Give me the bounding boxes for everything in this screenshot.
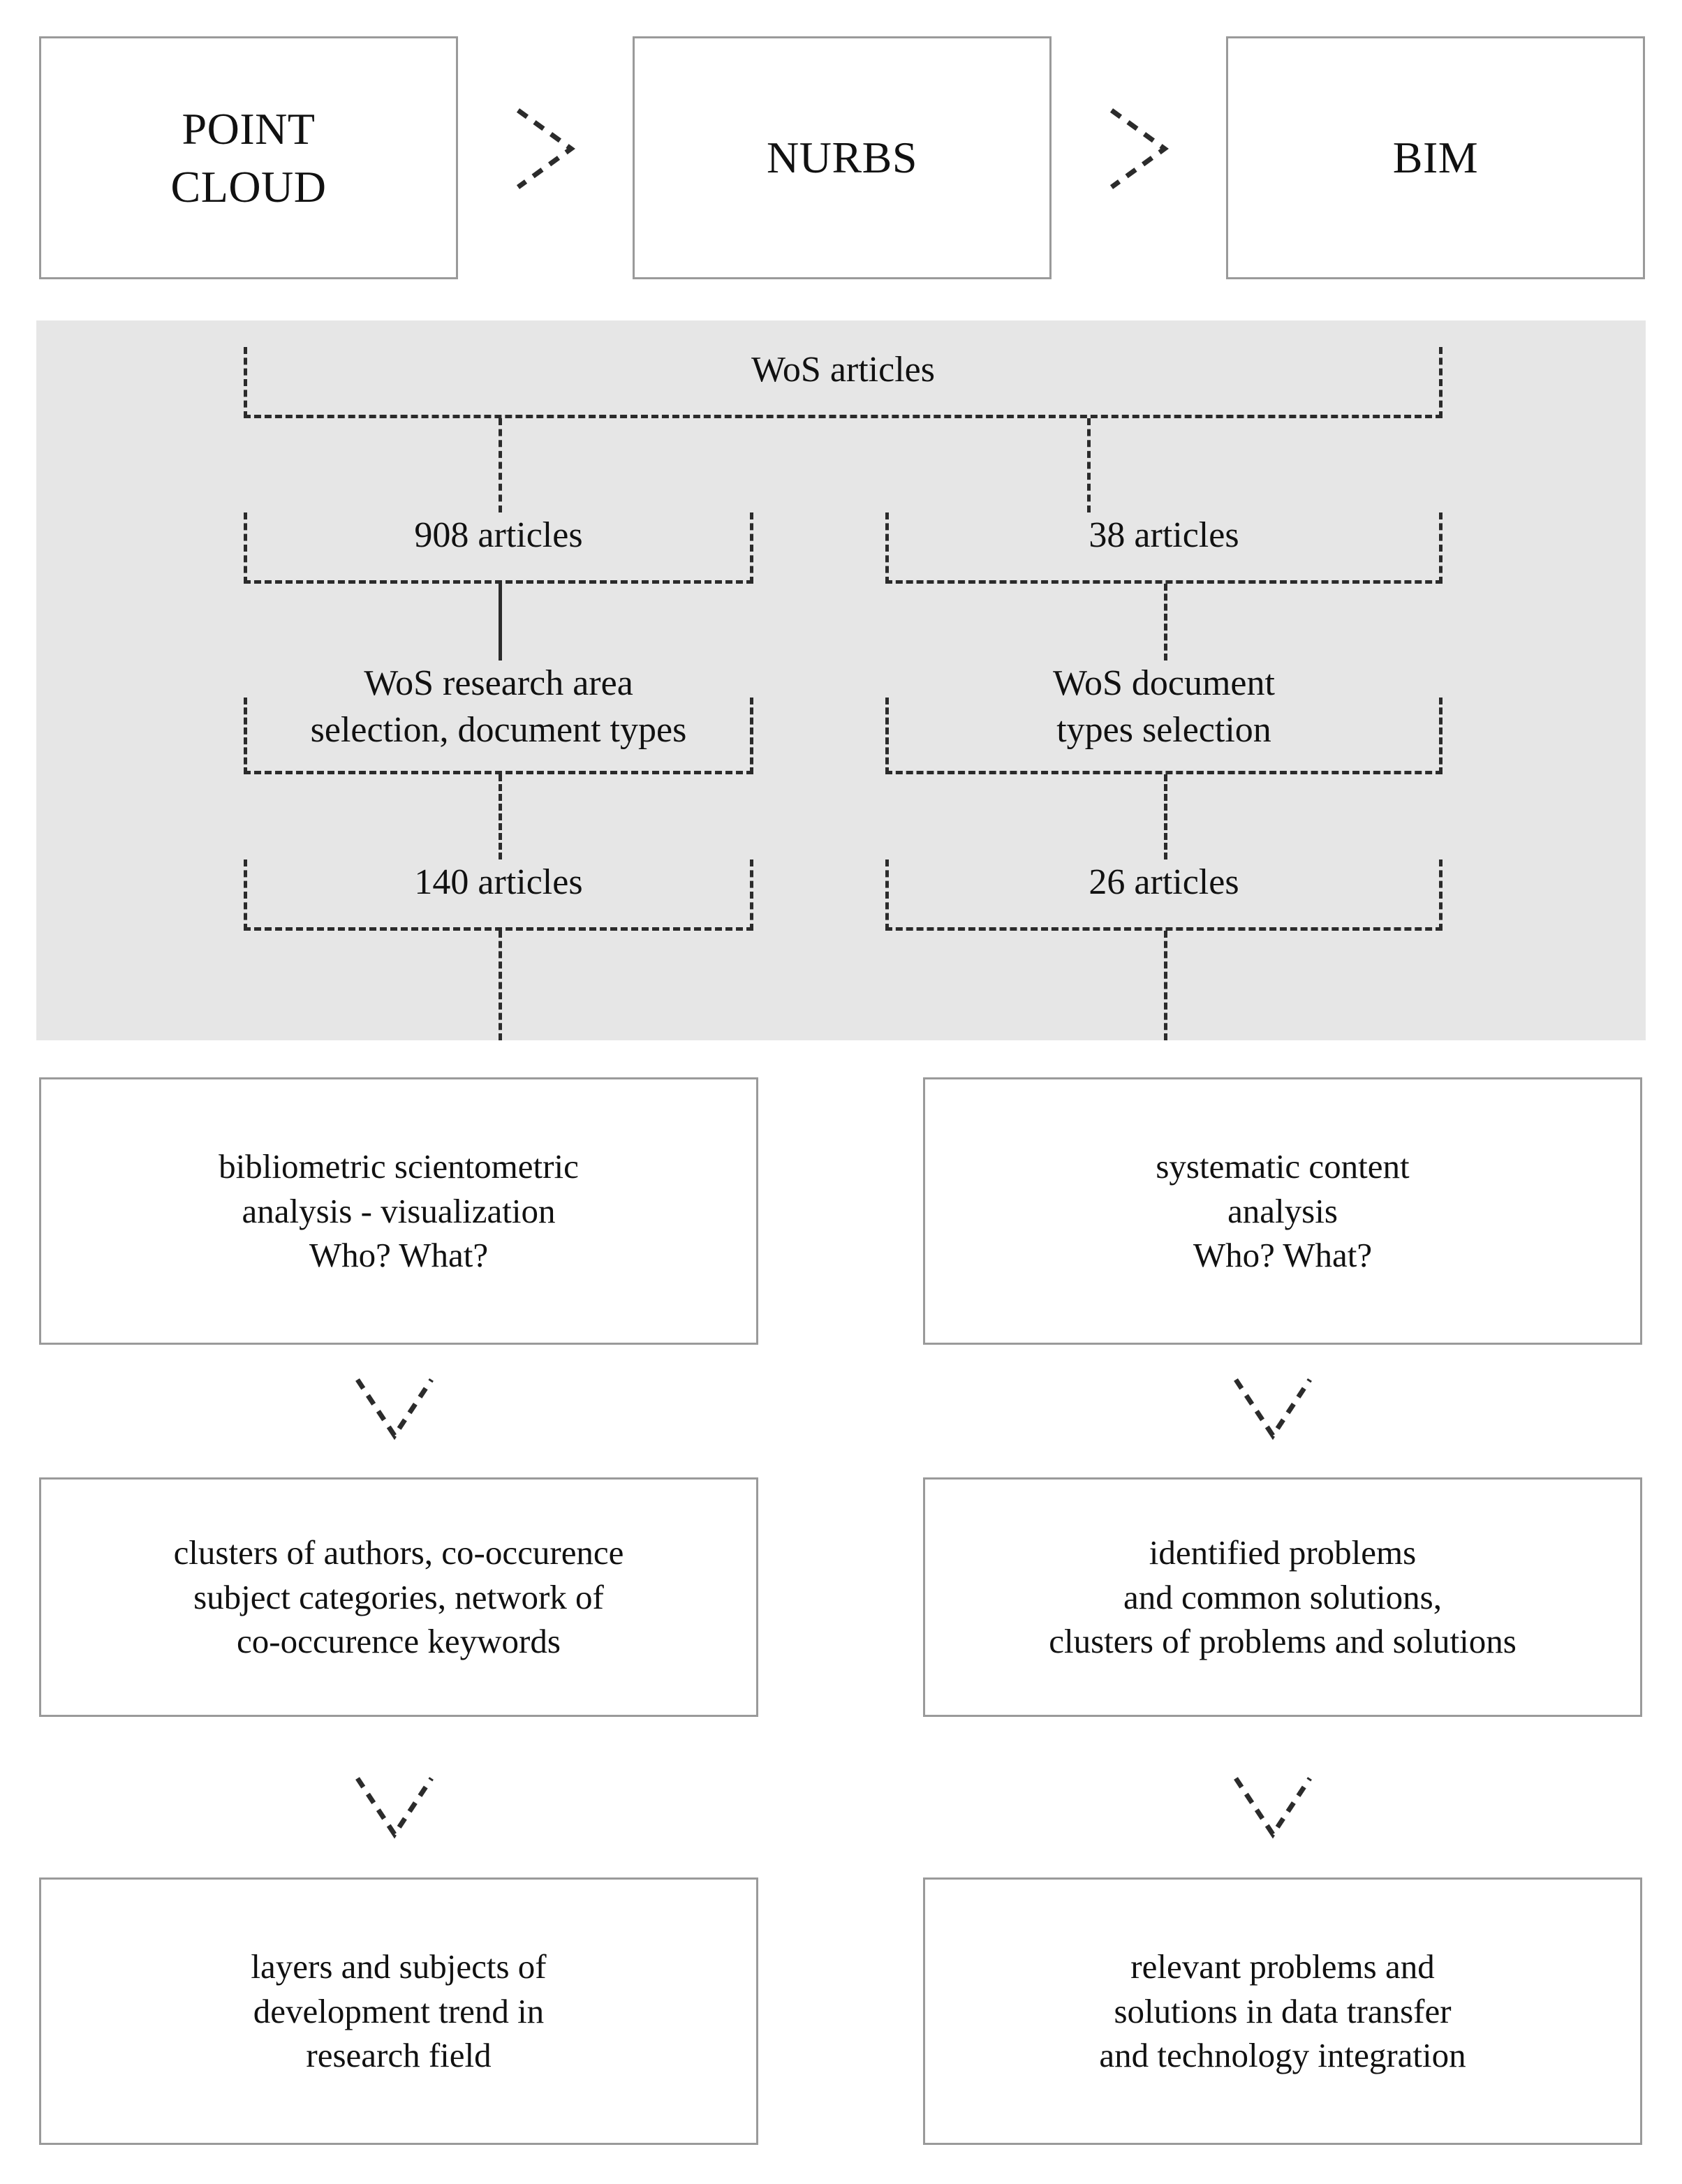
analysis-output-left-line1: clusters of authors, co-occurence	[173, 1533, 624, 1572]
pipeline-box-nurbs[interactable]: NURBS	[633, 36, 1052, 279]
connector-left-filter-to-result	[499, 774, 502, 859]
analysis-output-right-line2: and common solutions,	[1123, 1577, 1442, 1616]
pipeline-label-line1: POINT	[182, 103, 316, 154]
analysis-method-left-line3: Who? What?	[309, 1236, 489, 1275]
left-count-label: 908 articles	[414, 515, 583, 555]
analysis-method-right-line2: analysis	[1227, 1191, 1338, 1230]
analysis-conclusion-right-line1: relevant problems and	[1130, 1947, 1435, 1986]
analysis-method-box-left[interactable]: bibliometric scientometric analysis - vi…	[39, 1077, 758, 1345]
analysis-conclusion-right-text: relevant problems and solutions in data …	[925, 1945, 1640, 2078]
chevron-right-dashed-icon-2	[1103, 103, 1180, 194]
pipeline-label-line2: CLOUD	[170, 162, 327, 212]
left-result-label: 140 articles	[414, 862, 583, 902]
wos-articles-bracket	[244, 347, 1443, 418]
right-filter-label: WoS document types selection	[885, 661, 1443, 753]
analysis-conclusion-left-line3: research field	[306, 2036, 492, 2075]
screening-panel: WoS articles 908 articles 38 articles Wo…	[36, 320, 1646, 1040]
analysis-method-right-line1: systematic content	[1156, 1146, 1410, 1186]
analysis-conclusion-right-line3: and technology integration	[1099, 2036, 1466, 2075]
pipeline-label-line1: BIM	[1392, 133, 1479, 183]
analysis-method-right-text: systematic content analysis Who? What?	[925, 1144, 1640, 1278]
pipeline-label-line1: NURBS	[767, 133, 917, 183]
chevron-down-dashed-icon-right-2	[1227, 1771, 1318, 1848]
analysis-output-right-line3: clusters of problems and solutions	[1049, 1622, 1517, 1661]
left-filter-bracket	[244, 698, 753, 774]
analysis-conclusion-left-text: layers and subjects of development trend…	[41, 1945, 756, 2078]
left-filter-label: WoS research area selection, document ty…	[244, 661, 753, 753]
analysis-conclusion-box-right[interactable]: relevant problems and solutions in data …	[923, 1877, 1642, 2145]
pipeline-box-bim[interactable]: BIM	[1226, 36, 1645, 279]
chevron-down-dashed-icon-left-2	[349, 1771, 440, 1848]
pipeline-box-point-cloud[interactable]: POINT CLOUD	[39, 36, 458, 279]
pipeline-box-point-cloud-label: POINT CLOUD	[41, 100, 456, 216]
connector-left-count-to-filter	[499, 584, 502, 661]
connector-wos-to-right-count	[1087, 418, 1091, 512]
right-filter-line1: WoS document	[1053, 663, 1275, 703]
analysis-conclusion-left-line2: development trend in	[253, 1991, 545, 2030]
analysis-conclusion-right-line2: solutions in data transfer	[1114, 1991, 1452, 2030]
chevron-down-dashed-icon-left-1	[349, 1373, 440, 1449]
right-count-label: 38 articles	[1089, 515, 1239, 555]
left-filter-line1: WoS research area	[364, 663, 633, 703]
chevron-down-dashed-icon-right-1	[1227, 1373, 1318, 1449]
analysis-output-right-line1: identified problems	[1149, 1533, 1417, 1572]
analysis-conclusion-box-left[interactable]: layers and subjects of development trend…	[39, 1877, 758, 2145]
pipeline-box-bim-label: BIM	[1228, 128, 1643, 186]
connector-right-filter-to-result	[1164, 774, 1167, 859]
connector-right-count-to-filter	[1164, 584, 1167, 661]
left-count-bracket	[244, 512, 753, 584]
right-count-bracket	[885, 512, 1443, 584]
analysis-method-left-line1: bibliometric scientometric	[219, 1146, 579, 1186]
left-filter-line2: selection, document types	[310, 709, 687, 750]
analysis-method-left-line2: analysis - visualization	[242, 1191, 556, 1230]
analysis-method-right-line3: Who? What?	[1193, 1236, 1373, 1275]
left-result-bracket	[244, 859, 753, 931]
right-filter-bracket	[885, 698, 1443, 774]
connector-right-result-down	[1164, 931, 1167, 1040]
analysis-method-left-text: bibliometric scientometric analysis - vi…	[41, 1144, 756, 1278]
analysis-output-right-text: identified problems and common solutions…	[925, 1530, 1640, 1664]
analysis-output-left-line3: co-occurence keywords	[237, 1622, 561, 1661]
analysis-method-box-right[interactable]: systematic content analysis Who? What?	[923, 1077, 1642, 1345]
right-result-bracket	[885, 859, 1443, 931]
analysis-output-box-right[interactable]: identified problems and common solutions…	[923, 1477, 1642, 1717]
right-result-label: 26 articles	[1089, 862, 1239, 902]
analysis-output-left-line2: subject categories, network of	[193, 1577, 604, 1616]
chevron-right-dashed-icon-1	[510, 103, 587, 194]
analysis-output-box-left[interactable]: clusters of authors, co-occurence subjec…	[39, 1477, 758, 1717]
analysis-conclusion-left-line1: layers and subjects of	[251, 1947, 547, 1986]
pipeline-box-nurbs-label: NURBS	[635, 128, 1049, 186]
right-filter-line2: types selection	[1056, 709, 1271, 750]
connector-left-result-down	[499, 931, 502, 1040]
connector-wos-to-left-count	[499, 418, 502, 512]
wos-articles-label: WoS articles	[751, 350, 935, 390]
analysis-output-left-text: clusters of authors, co-occurence subjec…	[41, 1530, 756, 1664]
